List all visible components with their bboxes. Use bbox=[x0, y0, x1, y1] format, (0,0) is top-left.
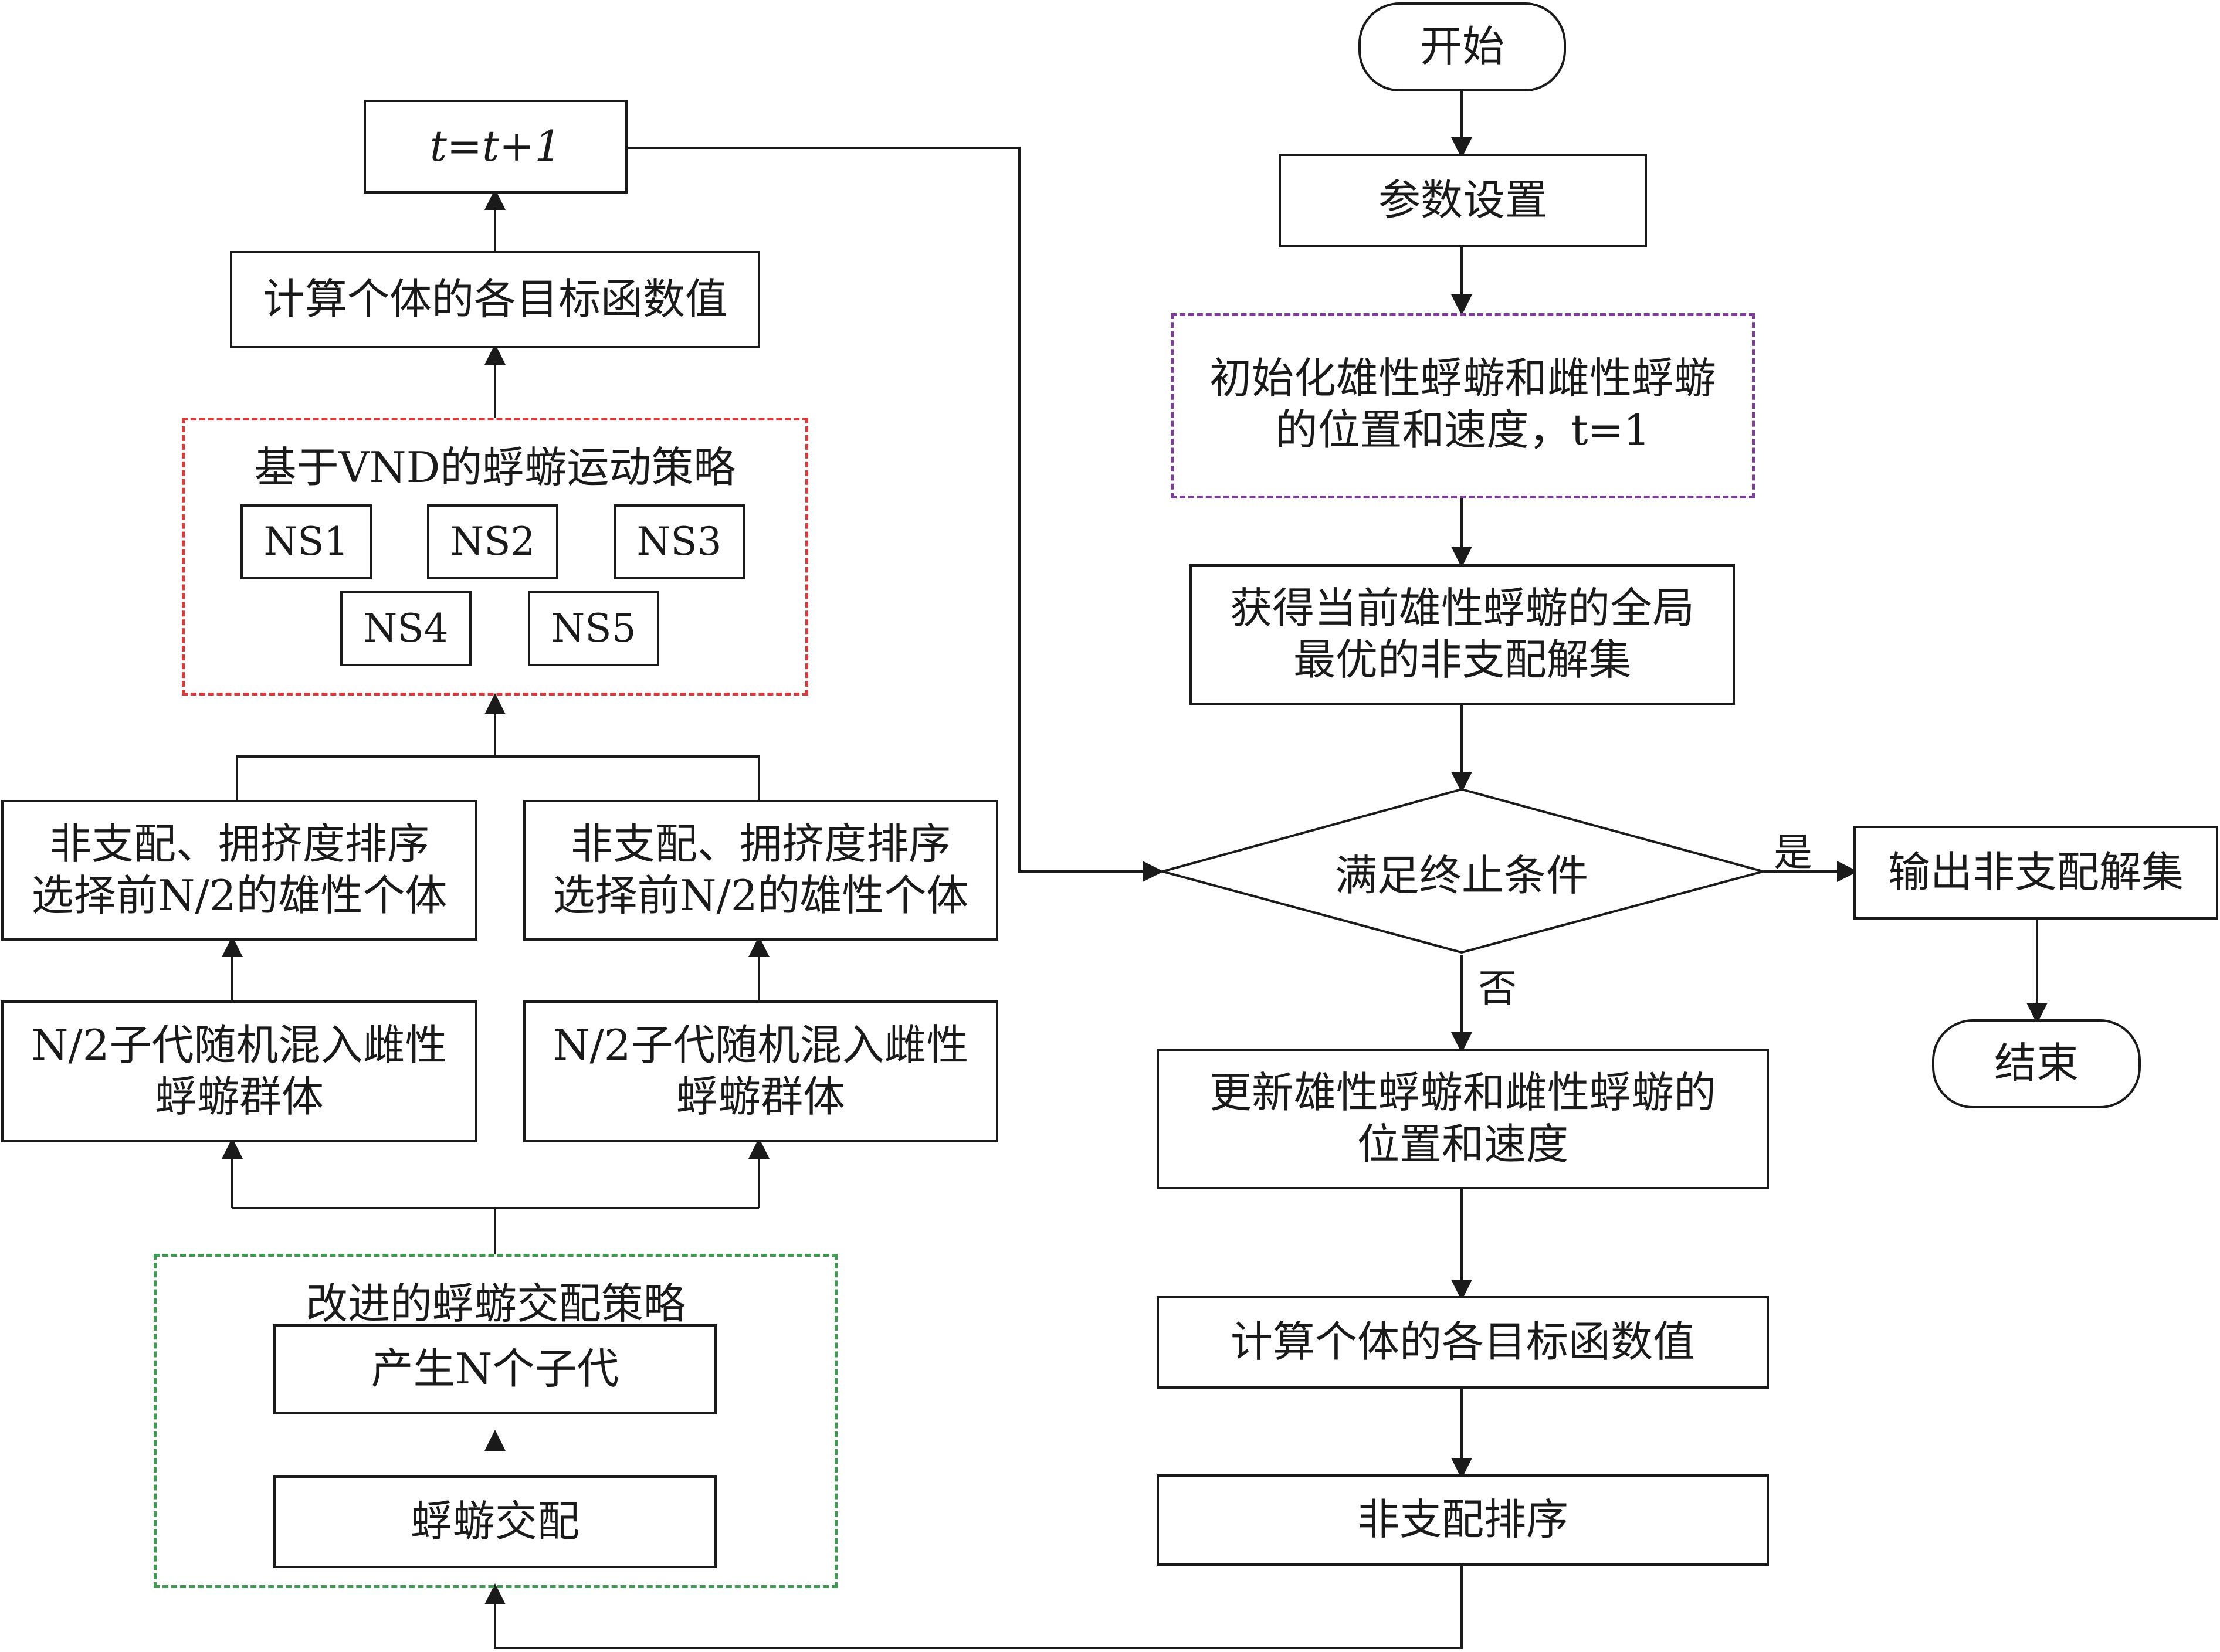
condition-label: 满足终止条件 bbox=[1334, 850, 1588, 900]
nondom-sort-label: 非支配排序 bbox=[1357, 1495, 1568, 1545]
output-node: 输出非支配解集 bbox=[1853, 826, 2218, 920]
calc-left-node: 计算个体的各目标函数值 bbox=[230, 251, 760, 348]
vnd-title: 基于VND的蜉蝣运动策略 bbox=[254, 443, 736, 492]
loop-t-to-condition bbox=[628, 147, 1159, 873]
no-label: 否 bbox=[1478, 966, 1517, 1011]
update-line1: 更新雄性蜉蝣和雌性蜉蝣的 bbox=[1209, 1068, 1716, 1118]
params-label: 参数设置 bbox=[1378, 175, 1547, 225]
ns4-node: NS4 bbox=[340, 591, 472, 666]
select-left-line2: 选择前N/2的雄性个体 bbox=[31, 871, 448, 920]
mating-group bbox=[154, 1254, 838, 1588]
link-select-merge bbox=[236, 755, 760, 800]
calc-right-node: 计算个体的各目标函数值 bbox=[1157, 1296, 1769, 1389]
init-node: 初始化雄性蜉蝣和雌性蜉蝣 的位置和速度，t=1 bbox=[1179, 328, 1747, 481]
mating-label: 蜉蝣交配 bbox=[410, 1497, 579, 1546]
select-left-node: 非支配、拥挤度排序 选择前N/2的雄性个体 bbox=[1, 800, 477, 941]
init-line1: 初始化雄性蜉蝣和雌性蜉蝣 bbox=[1209, 354, 1716, 403]
global-line2: 最优的非支配解集 bbox=[1293, 635, 1631, 684]
mix-right-node: N/2子代随机混入雌性 蜉蝣群体 bbox=[523, 1000, 998, 1142]
calc-right-label: 计算个体的各目标函数值 bbox=[1230, 1317, 1695, 1367]
select-right-line2: 选择前N/2的雄性个体 bbox=[553, 871, 969, 920]
offspring-label: 产生N个子代 bbox=[371, 1344, 619, 1394]
ns2-label: NS2 bbox=[450, 518, 535, 564]
nondom-sort-node: 非支配排序 bbox=[1157, 1474, 1769, 1566]
ns5-label: NS5 bbox=[551, 605, 636, 651]
condition-diamond bbox=[1158, 788, 1768, 954]
mix-left-node: N/2子代随机混入雌性 蜉蝣群体 bbox=[1, 1000, 477, 1142]
start-node: 开始 bbox=[1358, 2, 1566, 91]
mix-left-line1: N/2子代随机混入雌性 bbox=[31, 1020, 448, 1070]
ns3-label: NS3 bbox=[636, 518, 722, 564]
t-update-node: t=t+1 bbox=[364, 100, 628, 194]
init-line2: 的位置和速度，t=1 bbox=[1275, 405, 1650, 454]
loop-sort-to-mating bbox=[494, 1566, 1463, 1649]
yes-label: 是 bbox=[1774, 830, 1812, 875]
ns1-label: NS1 bbox=[263, 518, 349, 564]
params-node: 参数设置 bbox=[1279, 154, 1647, 247]
ns4-label: NS4 bbox=[363, 605, 449, 651]
calc-left-label: 计算个体的各目标函数值 bbox=[262, 274, 727, 324]
output-label: 输出非支配解集 bbox=[1887, 847, 2184, 897]
global-line1: 获得当前雄性蜉蝣的全局 bbox=[1229, 584, 1694, 633]
ns1-node: NS1 bbox=[240, 504, 372, 579]
update-line2: 位置和速度 bbox=[1357, 1120, 1568, 1169]
offspring-node: 产生N个子代 bbox=[273, 1324, 717, 1414]
global-best-node: 获得当前雄性蜉蝣的全局 最优的非支配解集 bbox=[1189, 564, 1735, 705]
mating-title: 改进的蜉蝣交配策略 bbox=[305, 1279, 686, 1328]
update-node: 更新雄性蜉蝣和雌性蜉蝣的 位置和速度 bbox=[1157, 1049, 1769, 1189]
end-node: 结束 bbox=[1932, 1019, 2141, 1108]
start-label: 开始 bbox=[1419, 22, 1504, 72]
ns5-node: NS5 bbox=[528, 591, 659, 666]
mating-node: 蜉蝣交配 bbox=[273, 1475, 717, 1568]
select-right-line1: 非支配、拥挤度排序 bbox=[570, 819, 951, 869]
mix-right-line2: 蜉蝣群体 bbox=[676, 1072, 845, 1121]
t-update-label: t=t+1 bbox=[429, 121, 562, 171]
vnd-group bbox=[182, 418, 808, 696]
select-left-line1: 非支配、拥挤度排序 bbox=[49, 819, 429, 869]
mix-left-line2: 蜉蝣群体 bbox=[154, 1072, 324, 1121]
select-right-node: 非支配、拥挤度排序 选择前N/2的雄性个体 bbox=[523, 800, 998, 941]
ns2-node: NS2 bbox=[427, 504, 558, 579]
mix-right-line1: N/2子代随机混入雌性 bbox=[553, 1020, 969, 1070]
ns3-node: NS3 bbox=[614, 504, 745, 579]
init-group bbox=[1171, 313, 1755, 498]
end-label: 结束 bbox=[1994, 1039, 2079, 1088]
